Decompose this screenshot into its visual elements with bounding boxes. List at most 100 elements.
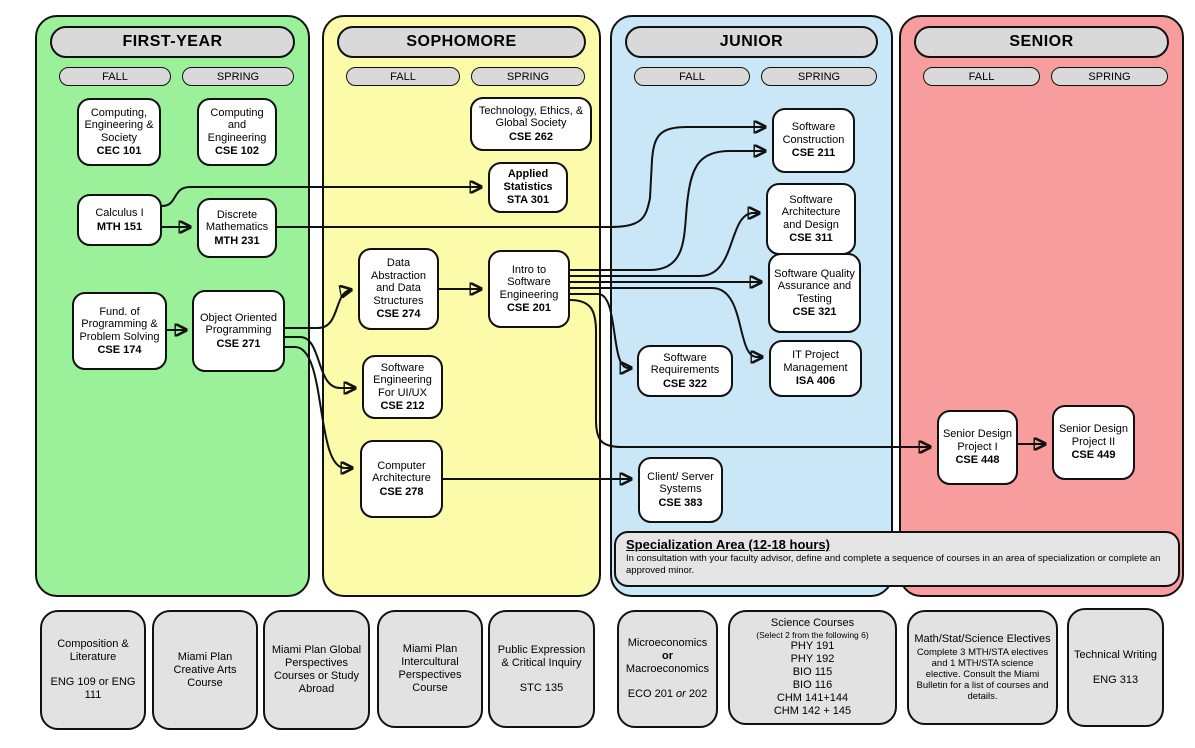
course-code: CSE 274: [376, 308, 421, 321]
course-box-mth151: Calculus I MTH 151: [77, 194, 162, 246]
column-title-first-year: FIRST-YEAR: [50, 26, 295, 58]
course-code: ISA 406: [795, 375, 836, 388]
gen-ed-box-math-stat-electives: Math/Stat/Science Electives Complete 3 M…: [907, 610, 1058, 725]
pill-sophomore-spring: SPRING: [471, 67, 585, 86]
gen-ed-box-public-expression: Public Expression & Critical Inquiry STC…: [488, 610, 595, 728]
gen-ed-or: or: [662, 650, 673, 662]
electives-title: Math/Stat/Science Electives: [914, 633, 1051, 645]
gen-ed-code: ENG 313: [1092, 673, 1139, 686]
gen-ed-text: Miami Plan Creative Arts Course: [173, 650, 237, 689]
course-name: Software Construction: [782, 121, 845, 146]
gen-ed-text: Technical Writing: [1074, 648, 1157, 661]
pill-first-year-fall: FALL: [59, 67, 171, 86]
science-item: CHM 142 + 145: [773, 705, 852, 717]
gen-ed-text: Composition & Literature: [57, 638, 129, 663]
pill-senior-spring: SPRING: [1051, 67, 1168, 86]
gen-ed-box-global-perspectives: Miami Plan Global Perspectives Courses o…: [263, 610, 370, 730]
course-box-cse211: Software Construction CSE 211: [772, 108, 855, 173]
science-item: BIO 116: [792, 679, 833, 691]
course-name: Senior Design Project II: [1058, 423, 1129, 448]
course-name: Senior Design Project I: [942, 428, 1013, 453]
gen-ed-text: Macroeconomics: [625, 663, 710, 675]
course-box-cse278: Computer Architecture CSE 278: [360, 440, 443, 518]
gen-ed-text: Miami Plan Global Perspectives Courses o…: [271, 644, 362, 695]
pill-junior-fall: FALL: [634, 67, 750, 86]
course-box-cse212: Software Engineering For UI/UX CSE 212: [362, 355, 443, 419]
gen-ed-box-intercultural: Miami Plan Intercultural Perspectives Co…: [377, 610, 483, 728]
course-box-cse102: Computing and Engineering CSE 102: [197, 98, 277, 166]
course-box-isa406: IT Project Management ISA 406: [769, 340, 862, 397]
course-box-cse448: Senior Design Project I CSE 448: [937, 410, 1018, 485]
course-name: IT Project Management: [783, 349, 848, 374]
course-name: Client/ Server Systems: [647, 470, 714, 496]
column-title-senior: SENIOR: [914, 26, 1169, 58]
column-title-sophomore: SOPHOMORE: [337, 26, 586, 58]
course-name: Discrete Mathematics: [205, 208, 269, 234]
course-code: CSE 322: [662, 377, 708, 390]
gen-ed-box-economics: Microeconomics or Macroeconomics ECO 201…: [617, 610, 718, 728]
course-name: Software Architecture and Design: [781, 193, 841, 231]
specialization-area-box: Specialization Area (12-18 hours) In con…: [614, 531, 1180, 587]
course-name: Computing, Engineering & Society: [84, 106, 154, 144]
course-code: CSE 449: [1071, 449, 1116, 462]
pill-junior-spring: SPRING: [761, 67, 877, 86]
course-box-cse271: Object Oriented Programming CSE 271: [192, 290, 285, 372]
course-code: MTH 231: [214, 234, 260, 247]
course-name: Data Abstraction and Data Structures: [370, 257, 427, 307]
science-item: PHY 191: [790, 640, 835, 652]
course-code: CSE 212: [380, 400, 425, 412]
course-code: MTH 151: [96, 220, 143, 233]
course-box-cse174: Fund. of Programming & Problem Solving C…: [72, 292, 167, 370]
gen-ed-text: Miami Plan Intercultural Perspectives Co…: [398, 643, 462, 694]
pill-sophomore-fall: FALL: [346, 67, 460, 86]
course-box-cse262: Technology, Ethics, & Global Society CSE…: [470, 97, 592, 151]
specialization-title: Specialization Area (12-18 hours): [626, 537, 830, 552]
course-box-cse274: Data Abstraction and Data Structures CSE…: [358, 248, 439, 330]
electives-body: Complete 3 MTH/STA electives and 1 MTH/S…: [916, 647, 1049, 702]
course-box-cse311: Software Architecture and Design CSE 311: [766, 183, 856, 255]
course-box-cse321: Software Quality Assurance and Testing C…: [768, 253, 861, 333]
course-name: Applied Statistics: [503, 168, 553, 193]
course-code: CSE 448: [955, 454, 1000, 467]
course-name: Fund. of Programming & Problem Solving: [79, 305, 160, 343]
course-code: CSE 211: [791, 147, 836, 160]
course-code: CSE 383: [658, 496, 703, 509]
course-box-mth231: Discrete Mathematics MTH 231: [197, 198, 277, 258]
gen-ed-text: Microeconomics: [627, 637, 708, 649]
science-title: Science Courses: [770, 617, 855, 629]
course-name: Intro to Software Engineering: [499, 263, 559, 301]
gen-ed-code: ENG 109 or ENG 111: [50, 676, 136, 701]
course-code: CEC 101: [96, 145, 142, 157]
gen-ed-box-composition: Composition & Literature ENG 109 or ENG …: [40, 610, 146, 730]
course-name: Object Oriented Programming: [199, 311, 278, 337]
science-item: BIO 115: [792, 666, 833, 678]
course-name: Calculus I: [95, 207, 144, 219]
course-name: Software Requirements: [650, 351, 720, 377]
course-box-cec101: Computing, Engineering & Society CEC 101: [77, 98, 161, 166]
gen-ed-box-creative-arts: Miami Plan Creative Arts Course: [152, 610, 258, 730]
course-name: Software Quality Assurance and Testing: [774, 267, 855, 305]
course-code: CSE 201: [506, 302, 552, 314]
course-code: CSE 174: [97, 344, 142, 356]
pill-senior-fall: FALL: [923, 67, 1040, 86]
course-code: CSE 262: [508, 130, 554, 143]
science-subtitle: (Select 2 from the following 6): [756, 630, 869, 640]
gen-ed-code: STC 135: [519, 681, 564, 694]
course-box-cse201: Intro to Software Engineering CSE 201: [488, 250, 570, 328]
course-box-cse449: Senior Design Project II CSE 449: [1052, 405, 1135, 480]
course-code: CSE 278: [379, 485, 424, 498]
course-box-cse322: Software Requirements CSE 322: [637, 345, 733, 397]
column-title-junior: JUNIOR: [625, 26, 878, 58]
course-code: STA 301: [506, 194, 550, 207]
course-name: Technology, Ethics, & Global Society: [478, 104, 584, 130]
course-name: Computing and Engineering: [207, 106, 267, 144]
gen-ed-text: Public Expression & Critical Inquiry: [497, 643, 586, 669]
gen-ed-code: ECO 201 or 202: [627, 688, 708, 700]
course-code: CSE 321: [792, 306, 837, 318]
column-senior: SENIOR FALL SPRING: [899, 15, 1184, 597]
course-box-sta301: Applied Statistics STA 301: [488, 162, 568, 213]
specialization-body: In consultation with your faculty adviso…: [626, 553, 1161, 576]
course-name: Computer Architecture: [372, 459, 431, 485]
